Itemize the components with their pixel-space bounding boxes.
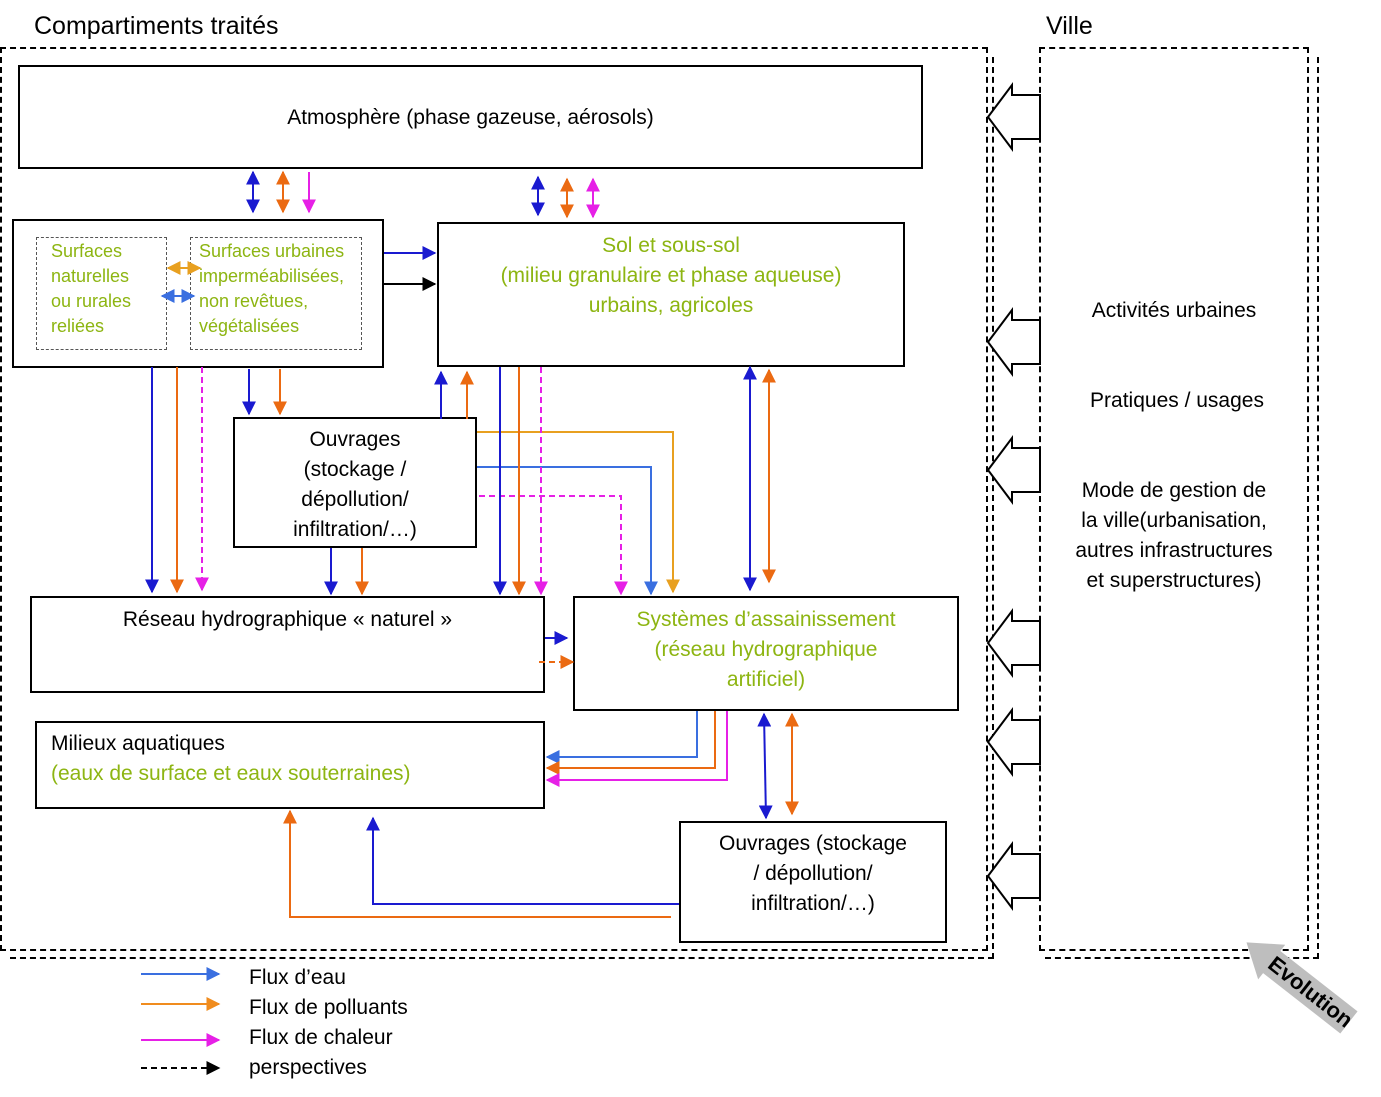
flow-arrow-35: [366, 816, 679, 905]
legend-label-pollutant: Flux de polluants: [249, 996, 408, 1019]
sanitation-label: Systèmes d’assainissement (réseau hydrog…: [636, 608, 896, 691]
compartments-frame-shadow: [10, 57, 994, 959]
flow-arrow-31: [545, 711, 716, 775]
natural-network-label: Réseau hydrographique « naturel »: [122, 608, 453, 631]
evolution-arrow-shape: [1246, 942, 1358, 1034]
compartments-frame: [0, 47, 988, 951]
works-label-2: Ouvrages (stockage / dépollution/ infilt…: [719, 832, 907, 915]
flow-arrow-30: [545, 711, 698, 764]
legend-label-heat: Flux de chaleur: [249, 1026, 393, 1049]
flow-arrow-36: [283, 809, 671, 918]
flow-arrow-21: [477, 466, 658, 596]
flow-arrow-22: [479, 495, 628, 596]
urban-surfaces-label: Surfaces urbaines imperméabilisées, non …: [199, 241, 345, 336]
city-influence-arrow-4: [986, 608, 1041, 678]
flow-arrow-20: [477, 431, 680, 594]
sanitation-box: [573, 596, 959, 711]
atmosphere-box: [18, 65, 923, 169]
legend-label-perspectives: perspectives: [249, 1056, 367, 1079]
city-management: Mode de gestion de la ville(urbanisation…: [1075, 479, 1273, 592]
flow-arrow-33: [757, 712, 773, 820]
works-label-1: Ouvrages (stockage / dépollution/ infilt…: [293, 428, 417, 541]
aquatic-box: [35, 721, 545, 809]
city-influence-arrow-3: [986, 435, 1041, 505]
works-box-2: [679, 821, 947, 943]
works-box-1: [233, 417, 477, 548]
natural-surfaces-label: Surfaces naturelles ou rurales reliées: [51, 241, 132, 336]
surfaces-box: [12, 219, 384, 368]
natural-network-box: [30, 596, 545, 693]
legend-label-water: Flux d’eau: [249, 966, 346, 989]
city-frame: [1039, 47, 1309, 951]
compartments-title: Compartiments traités: [34, 12, 279, 40]
aquatic-label: Milieux aquatiques (eaux de surface et e…: [51, 732, 411, 785]
city-influence-arrow-5: [986, 707, 1041, 777]
soil-label: Sol et sous-sol (milieu granulaire et ph…: [500, 234, 842, 317]
city-frame-shadow: [1045, 57, 1319, 959]
soil-box: [437, 222, 905, 367]
atmosphere-label: Atmosphère (phase gazeuse, aérosols): [287, 106, 654, 129]
evolution-arrow: Evolution: [1233, 925, 1378, 1052]
city-title: Ville: [1046, 12, 1093, 40]
city-influence-arrow-6: [986, 841, 1041, 911]
flow-arrow-32: [545, 711, 728, 787]
city-activities: Activités urbaines: [1091, 299, 1257, 322]
city-influence-arrow-1: [986, 82, 1041, 152]
city-practices: Pratiques / usages: [1090, 389, 1264, 412]
city-influence-arrow-2: [986, 307, 1041, 377]
